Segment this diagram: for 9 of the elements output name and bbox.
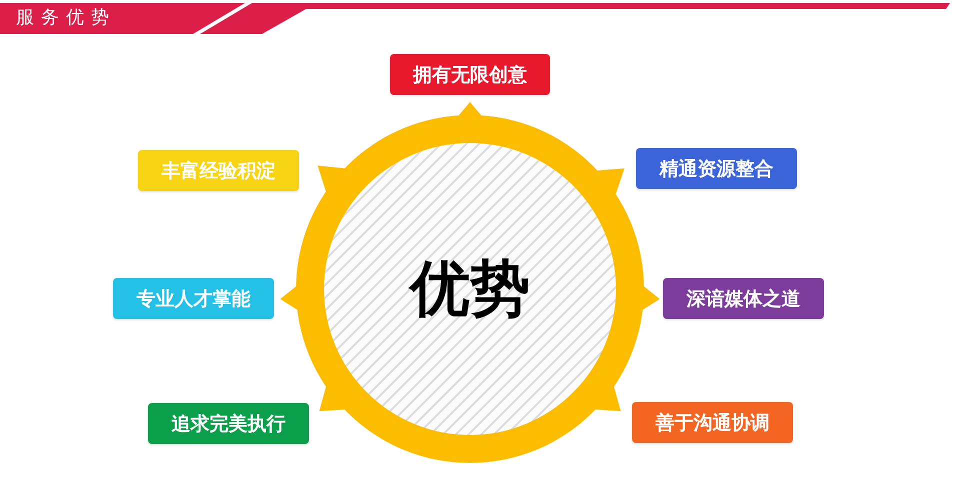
- feature-tag: 拥有无限创意: [390, 54, 550, 95]
- center-label: 优势: [410, 259, 530, 319]
- feature-tag: 专业人才掌能: [113, 278, 274, 319]
- feature-tag: 善于沟通协调: [632, 402, 793, 443]
- feature-tag: 追求完美执行: [148, 403, 309, 444]
- feature-tag: 丰富经验积淀: [138, 150, 299, 191]
- feature-tag: 深谙媒体之道: [663, 278, 824, 319]
- page-title: 服务优势: [16, 7, 116, 29]
- feature-tag: 精通资源整合: [636, 148, 797, 189]
